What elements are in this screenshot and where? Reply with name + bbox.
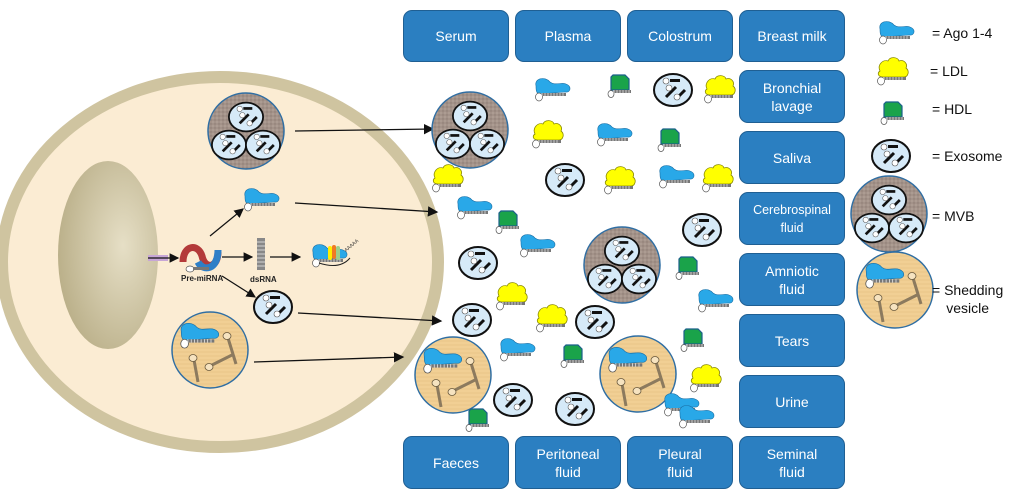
intracellular-shedding-vesicle [172,312,248,388]
exosome-icon [457,245,499,281]
ago-protein-icon [520,234,556,258]
mvb-icon [432,92,508,168]
fluid-box-tears: Tears [739,314,845,367]
ago-protein-icon [659,165,695,189]
exosome-icon [492,382,534,418]
ldl-particle-icon [704,75,736,104]
ldl-particle-icon [877,57,909,86]
fluid-box-faeces: Faeces [403,436,509,489]
fluid-box-colostrum: Colostrum [627,10,733,62]
exosome-icon [870,138,912,174]
ldl-particle-icon [496,282,528,311]
ldl-particle-icon [702,164,734,193]
ldl-particle-icon [532,120,564,149]
ldl-particle-icon [690,364,722,393]
exosome-icon [451,302,493,338]
intracellular-mvb [208,93,284,169]
legend-label-mvb: = MVB [932,208,975,224]
hdl-particle-icon [680,328,705,353]
ldl-particle-icon [604,166,636,195]
hdl-particle-icon [880,101,905,126]
ago-protein-icon [535,78,571,102]
fluid-box-peritoneal-fluid: Peritoneal fluid [515,436,621,489]
legend-label-exosome: = Exosome [932,148,1003,164]
ago-protein-icon [457,196,493,220]
dsrna-icon: dsRNA [250,238,277,284]
ago-protein-icon [698,289,734,313]
exosome-icon [554,391,596,427]
hdl-particle-icon [607,74,632,99]
exosome-icon [652,72,694,108]
fluid-box-pleural-fluid: Pleural fluid [627,436,733,489]
nucleus [58,161,158,349]
intracellular-arrows [209,208,302,298]
exosome-icon [544,162,586,198]
legend-label-ago: = Ago 1-4 [932,25,993,41]
ago-protein-icon [597,123,633,147]
exosome-icon [681,212,723,248]
legend-label-ldl: = LDL [930,63,968,79]
fluid-box-amniotic-fluid: Amniotic fluid [739,253,845,306]
hdl-particle-icon [675,256,700,281]
legend-label-shedding-vesicle: = Shedding vesicle [932,282,1004,316]
fluid-box-seminal-fluid: Seminal fluid [739,436,845,489]
fluid-box-serum: Serum [403,10,509,62]
shedding-vesicle-icon [600,336,676,412]
ldl-particle-icon [536,304,568,333]
fluid-box-saliva: Saliva [739,131,845,184]
extracellular-particles [415,72,736,433]
hdl-particle-icon [495,210,520,235]
mvb-icon [851,176,927,252]
legend-label-hdl: = HDL [932,101,973,117]
fluid-box-bronchial-lavage: Bronchial lavage [739,70,845,123]
fluid-box-plasma: Plasma [515,10,621,62]
ldl-particle-icon [432,164,464,193]
fluid-box-urine: Urine [739,375,845,428]
intracellular-exosome [252,289,294,325]
pre-mirna-label: Pre-miRNA [181,274,223,283]
hdl-particle-icon [465,408,490,433]
ago-protein-icon [879,21,915,45]
hdl-particle-icon [657,128,682,153]
ago-protein-icon [679,405,715,429]
shedding-vesicle-icon [415,337,491,413]
ago-protein-icon [500,338,536,362]
exosome-icon [574,304,616,340]
dsrna-label: dsRNA [250,275,277,284]
export-arrows [253,123,443,363]
mvb-icon [584,227,660,303]
fluid-box-breast-milk: Breast milk [739,10,845,62]
shedding-vesicle-icon [857,252,933,328]
hdl-particle-icon [560,344,585,369]
fluid-box-cerebrospinal-fluid: Cerebrospinal fluid [739,192,845,245]
pre-mirna-icon: Pre-miRNA [148,244,223,283]
